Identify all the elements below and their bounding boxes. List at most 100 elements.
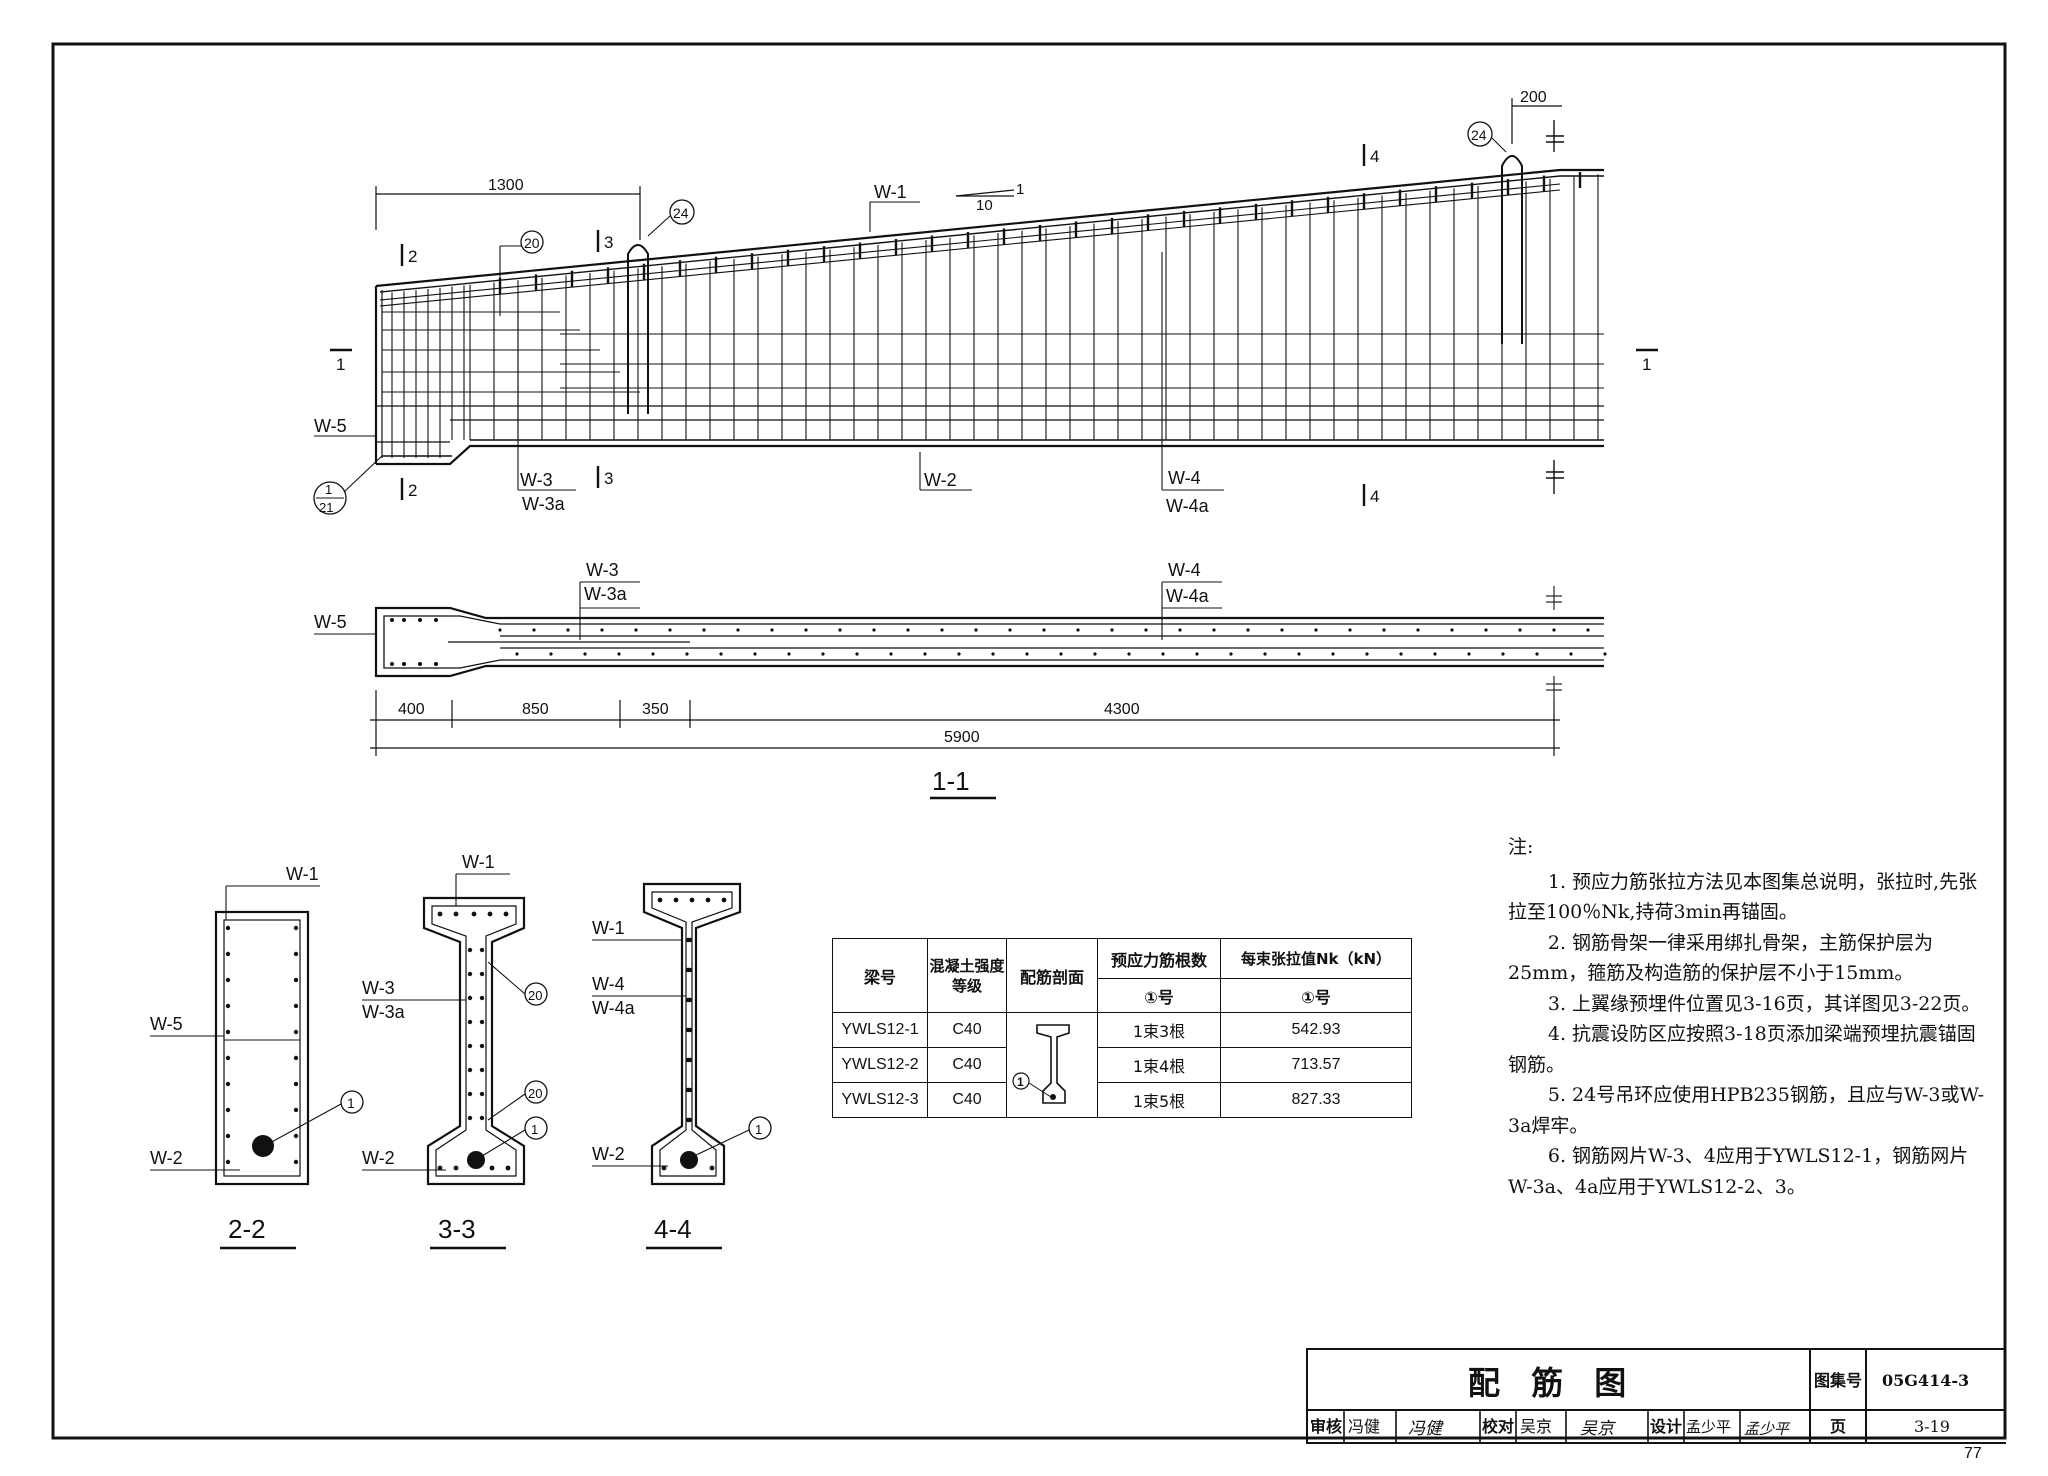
beam-bottom-edge — [376, 444, 1604, 466]
cell-concrete: C40 — [927, 1047, 1007, 1083]
sec33-w2: W-2 — [362, 1148, 395, 1168]
rebar-dot — [437, 1165, 443, 1171]
rebar-dot — [687, 1117, 693, 1123]
rebar-dot — [225, 925, 231, 931]
rebar-dot — [489, 1165, 495, 1171]
plan-dot — [1280, 628, 1284, 632]
plan-dot — [402, 618, 406, 622]
plan-dot — [685, 652, 689, 656]
plan-dot — [1008, 628, 1012, 632]
title-block: 配 筋 图 图集号 05G414-3 审核 冯健 冯健 校对 吴京 吴京 设计 … — [1306, 1348, 2006, 1444]
plan-dot — [1042, 628, 1046, 632]
cell-count: 1束5根 — [1097, 1082, 1221, 1118]
drawing-title: 配 筋 图 — [1468, 1364, 1636, 1402]
sec44-w4a: W-4a — [592, 998, 636, 1018]
plan-view: W-3 W-3a W-4 W-4a W-5 400 850 350 4300 5… — [314, 560, 1607, 800]
plan-dot — [566, 628, 570, 632]
rebar-dot — [721, 897, 727, 903]
plan-dot — [1433, 652, 1437, 656]
sec44-mark1-leader — [693, 1129, 750, 1157]
dim-1300: 1300 — [488, 177, 524, 194]
th-force: 每束张拉值Nk（kN） — [1220, 938, 1412, 979]
sec22-w5: W-5 — [150, 1014, 183, 1034]
sec33-w1: W-1 — [462, 852, 495, 872]
section-mark-4-bottom: 4 — [1370, 487, 1379, 506]
section-mark-3-bottom: 3 — [604, 469, 613, 488]
sec33-dots — [437, 911, 511, 1171]
cell-force: 713.57 — [1220, 1047, 1412, 1083]
th-beam: 梁号 — [832, 938, 928, 1013]
plan-dot — [821, 652, 825, 656]
sec44-outline — [642, 882, 742, 1186]
rebar-dot — [293, 925, 299, 931]
plan-dot — [434, 618, 438, 622]
elevation-view: 1300 200 1 10 W-1 W-5 W-3 W-3a W-2 W-4 W… — [313, 89, 1658, 516]
plan-dot — [1484, 628, 1488, 632]
beam-top-inner — [379, 175, 1604, 293]
notes-head: 注: — [1508, 836, 1534, 858]
bar-mark-1-21-circle — [313, 481, 347, 515]
plan-dot — [1195, 652, 1199, 656]
cell-count: 1束4根 — [1097, 1047, 1221, 1083]
sec44-mark1: 1 — [755, 1122, 762, 1137]
table-section-icon: 1 — [1012, 1024, 1070, 1104]
rebar-dot — [505, 1165, 511, 1171]
plan-dot — [1569, 652, 1573, 656]
plan-dot — [855, 652, 859, 656]
plan-outline — [374, 606, 1604, 678]
plan-label-w4a: W-4a — [1166, 586, 1210, 606]
table-section-mark: 1 — [1017, 1075, 1024, 1089]
plan-inner — [383, 615, 1604, 669]
atlas-no: 05G414-3 — [1882, 1371, 1969, 1390]
th-count-sub: ①号 — [1097, 978, 1221, 1013]
top-bar — [379, 183, 1561, 301]
bar-mark-24-right-circle — [1467, 121, 1493, 147]
page-label: 页 — [1830, 1417, 1846, 1436]
slope-run: 10 — [976, 197, 993, 214]
plan-dim-4300: 4300 — [1104, 701, 1140, 718]
sec44-w4: W-4 — [592, 974, 625, 994]
plan-dot — [651, 652, 655, 656]
sec33-title: 3-3 — [438, 1214, 476, 1244]
sec33-mark1: 1 — [531, 1122, 538, 1137]
check-signature: 吴京 — [1580, 1419, 1616, 1439]
rebar-dot — [689, 897, 695, 903]
th-section: 配筋剖面 — [1006, 938, 1098, 1013]
sec22-outline — [214, 910, 310, 1186]
section-3-3: W-1 W-3 W-3a W-2 20 20 1 3-3 — [362, 852, 548, 1250]
label-w1: W-1 — [874, 182, 907, 202]
rebar-dot — [293, 1133, 299, 1139]
sec33-mark20b-circle — [524, 1080, 548, 1104]
page-no: 3-19 — [1914, 1417, 1950, 1436]
rebar-dot — [225, 1133, 231, 1139]
plan-dot — [889, 652, 893, 656]
table-row: YWLS12-3 C40 1束5根 827.33 — [832, 1082, 1412, 1118]
sec22-w2: W-2 — [150, 1148, 183, 1168]
cell-beam: YWLS12-3 — [832, 1082, 928, 1118]
plan-label-w4: W-4 — [1168, 560, 1201, 580]
rebar-dot — [225, 977, 231, 983]
plan-dot — [434, 662, 438, 666]
rebar-dot — [479, 1043, 485, 1049]
cell-beam: YWLS12-1 — [832, 1012, 928, 1048]
design-signature: 孟少平 — [1744, 1420, 1791, 1438]
plan-dot — [390, 662, 394, 666]
plan-dot — [532, 628, 536, 632]
section-2-2: W-1 W-5 W-2 1 2-2 — [150, 864, 364, 1250]
plan-dot — [1467, 652, 1471, 656]
th-force-sub: ①号 — [1220, 978, 1412, 1013]
plan-dot — [617, 652, 621, 656]
rebar-dot — [225, 1159, 231, 1165]
sec22-mark-circle — [340, 1090, 364, 1114]
plan-dot — [402, 662, 406, 666]
cell-concrete: C40 — [927, 1012, 1007, 1048]
note-item: 4. 抗震设防区应按照3-18页添加梁端预埋抗震锚固钢筋。 — [1508, 1023, 1976, 1076]
label-w5: W-5 — [314, 416, 347, 436]
plan-dot — [583, 652, 587, 656]
rebar-dot — [225, 1029, 231, 1035]
cell-beam: YWLS12-2 — [832, 1047, 928, 1083]
plan-label-w5: W-5 — [314, 612, 347, 632]
plan-dot — [1331, 652, 1335, 656]
sec22-title: 2-2 — [228, 1214, 266, 1244]
